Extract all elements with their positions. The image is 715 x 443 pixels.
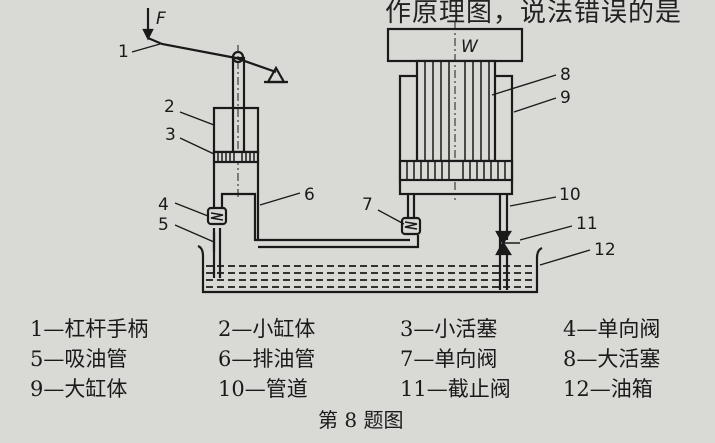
hydraulic-jack-diagram: F W (118, 8, 616, 294)
check-valve-7 (400, 195, 422, 236)
legend-item: 10—管道 (218, 377, 308, 401)
part-number-11: 11 (576, 214, 598, 234)
part-number-9: 9 (560, 88, 571, 108)
part-number-6: 6 (304, 185, 315, 205)
oil-tank (197, 244, 543, 294)
legend-item: 6—排油管 (218, 347, 316, 371)
part-number-4: 4 (158, 195, 169, 215)
force-arrow: F (142, 8, 166, 41)
large-cylinder: W (386, 22, 524, 290)
legend-item: 11—截止阀 (400, 377, 511, 401)
legend-item: 8—大活塞 (563, 347, 661, 371)
stop-valve-11 (495, 230, 520, 290)
legend-item: 5—吸油管 (30, 347, 128, 371)
part-number-7: 7 (362, 195, 373, 215)
legend-item: 3—小活塞 (400, 317, 498, 341)
question-text-fragment: 作原理图，说法错误的是 (385, 0, 683, 28)
legend-item: 9—大缸体 (30, 377, 128, 401)
part-number-3: 3 (165, 125, 176, 145)
legend-item: 4—单向阀 (563, 317, 661, 341)
legend-item: 2—小缸体 (218, 317, 316, 341)
part-number-1: 1 (118, 42, 129, 62)
legend-item: 12—油箱 (563, 377, 653, 401)
part-number-10: 10 (559, 185, 581, 205)
part-number-8: 8 (560, 65, 571, 85)
figure-caption: 第 8 题图 (318, 408, 404, 432)
lever-handle (147, 36, 288, 84)
part-number-5: 5 (158, 215, 169, 235)
part-labels: 1 2 3 4 5 6 7 8 9 10 11 12 (118, 42, 616, 266)
part-number-12: 12 (594, 240, 616, 260)
small-cylinder (212, 45, 420, 278)
part-number-2: 2 (164, 97, 175, 117)
weight-label: W (461, 37, 479, 57)
legend-item: 7—单向阀 (400, 347, 498, 371)
check-valve-4 (206, 206, 228, 226)
legend-item: 1—杠杆手柄 (30, 317, 149, 341)
force-label: F (156, 9, 166, 29)
